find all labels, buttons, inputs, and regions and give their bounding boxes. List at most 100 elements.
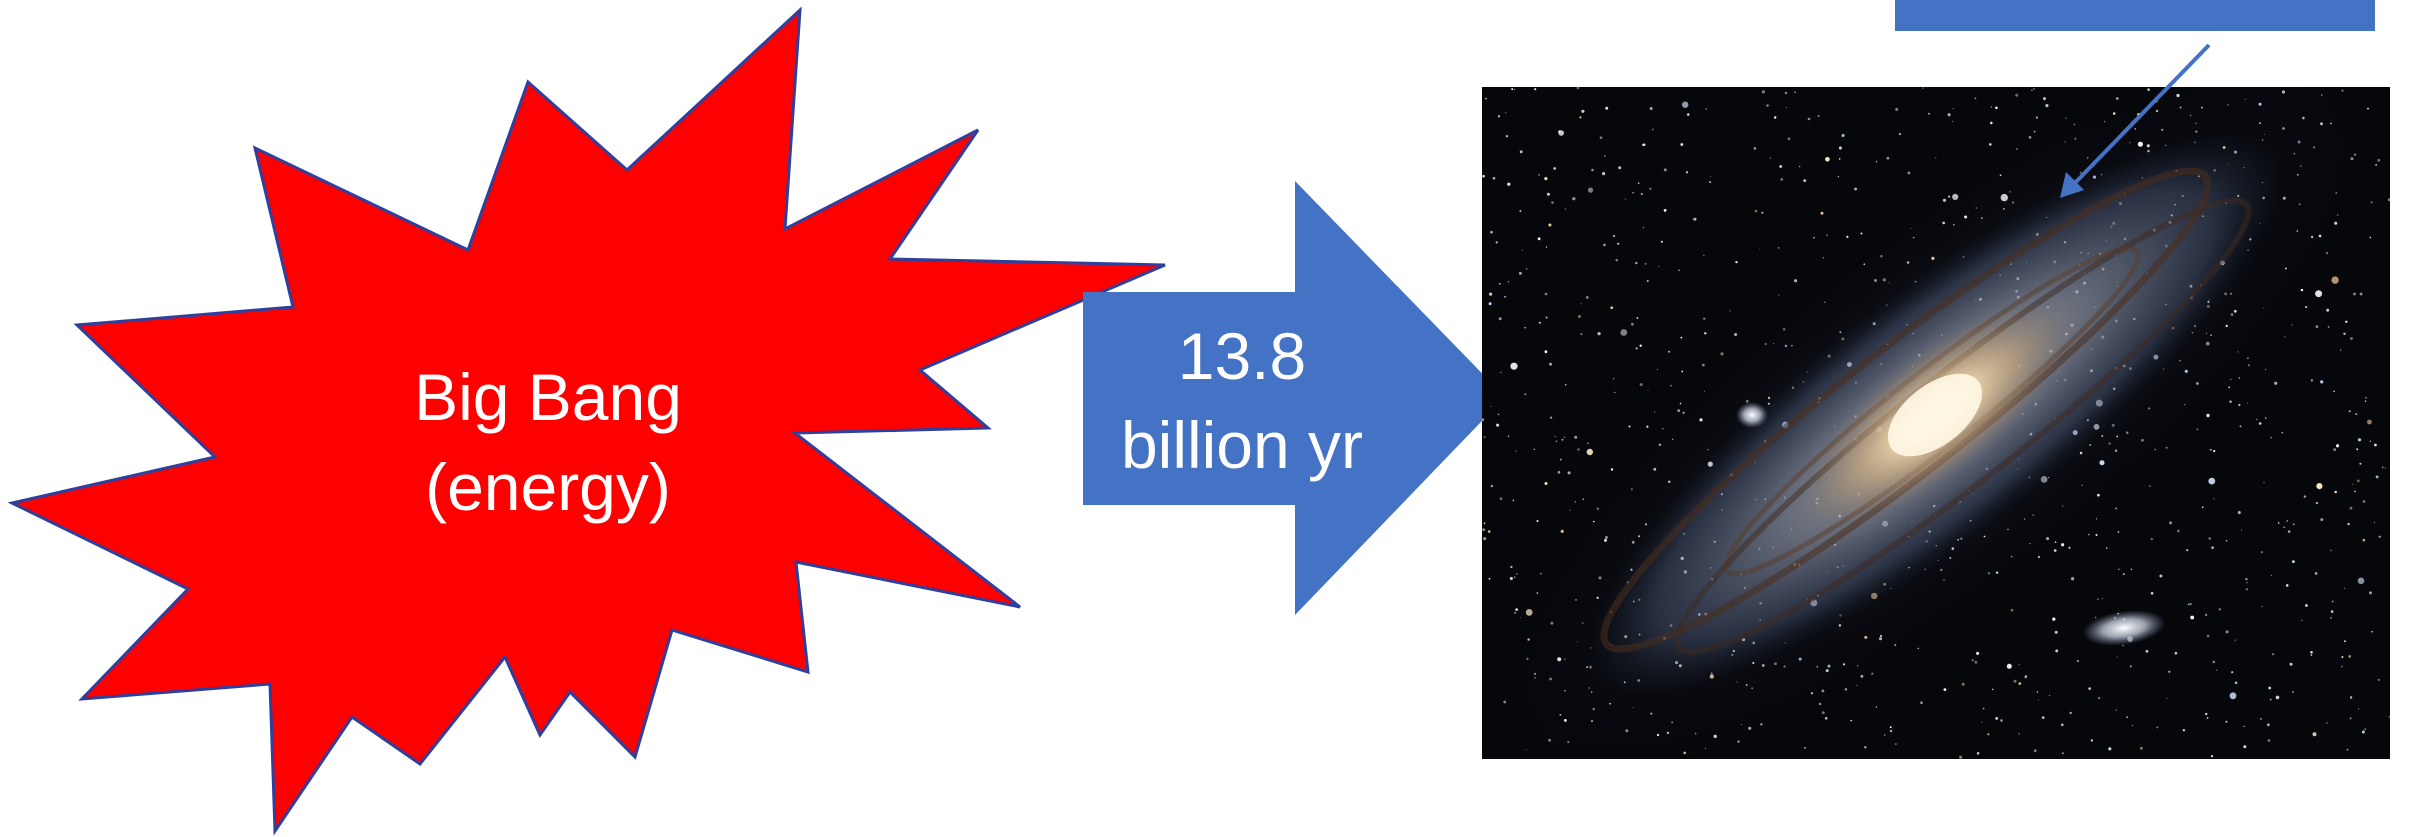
- star: [1490, 230, 1493, 234]
- star: [2388, 716, 2390, 718]
- star: [2256, 418, 2258, 420]
- star: [1710, 175, 1712, 177]
- star: [2018, 732, 2020, 735]
- star: [1507, 435, 1510, 438]
- star: [2333, 448, 2337, 452]
- star: [1889, 729, 1893, 733]
- star: [1951, 120, 1954, 123]
- star: [2343, 587, 2345, 590]
- star: [2237, 511, 2241, 514]
- star: [2364, 400, 2367, 402]
- star: [2118, 568, 2120, 570]
- star: [2061, 543, 2065, 547]
- star: [1807, 117, 1811, 121]
- star: [2270, 436, 2273, 439]
- star: [1492, 177, 1496, 180]
- star: [1778, 294, 1780, 296]
- star: [1505, 112, 1507, 114]
- star: [1525, 268, 1528, 270]
- star: [2205, 712, 2208, 716]
- star: [1505, 135, 1509, 138]
- star: [1536, 592, 1539, 594]
- star: [2182, 729, 2186, 732]
- star: [2293, 523, 2295, 526]
- star: [1618, 166, 1622, 170]
- star: [1507, 182, 1511, 186]
- star: [2281, 432, 2283, 434]
- star: [1483, 537, 1487, 541]
- time-arrow: 13.8 billion yr: [1083, 181, 1505, 615]
- star: [1509, 577, 1513, 580]
- star: [2355, 413, 2358, 416]
- star: [2264, 368, 2267, 371]
- star: [2169, 521, 2173, 525]
- star: [1488, 302, 1492, 306]
- star: [1632, 191, 1635, 194]
- star: [2218, 608, 2221, 611]
- star: [2122, 573, 2125, 575]
- star: [2263, 482, 2265, 484]
- star: [2316, 483, 2323, 490]
- star: [1952, 108, 1954, 110]
- star: [2209, 448, 2212, 451]
- star: [2201, 506, 2204, 509]
- star: [2095, 616, 2097, 619]
- star: [1982, 707, 1985, 710]
- star: [1824, 717, 1828, 720]
- star: [1682, 101, 1689, 108]
- star: [1620, 329, 1628, 336]
- star: [1837, 176, 1840, 178]
- star: [1515, 608, 1518, 611]
- star: [2015, 93, 2019, 97]
- star: [1539, 572, 1542, 575]
- star: [2320, 380, 2324, 384]
- star: [1646, 280, 1649, 282]
- star: [1545, 316, 1548, 319]
- star: [1864, 746, 1867, 749]
- star: [2367, 107, 2369, 110]
- star: [2373, 521, 2375, 524]
- star: [2375, 475, 2379, 479]
- star: [1610, 306, 1613, 310]
- star: [1576, 87, 1580, 90]
- satellite-galaxy-upper: [1736, 402, 1768, 428]
- star: [1483, 522, 1486, 524]
- star: [2159, 574, 2163, 578]
- star: [1488, 577, 1491, 580]
- explosion-icon: [7, 6, 1166, 836]
- star: [2229, 400, 2232, 403]
- star: [1490, 484, 1494, 488]
- star: [1787, 137, 1791, 141]
- star: [1585, 296, 1589, 299]
- star: [2277, 522, 2280, 524]
- star: [1640, 192, 1643, 196]
- star: [1651, 128, 1654, 131]
- star: [1770, 157, 1772, 159]
- star: [1875, 706, 1878, 708]
- star: [1838, 158, 1841, 160]
- star: [2165, 446, 2168, 449]
- star: [2230, 378, 2232, 381]
- star: [1519, 150, 1523, 154]
- star: [2286, 520, 2289, 522]
- star: [1499, 497, 1503, 501]
- star: [1820, 211, 1824, 215]
- star: [2024, 676, 2027, 679]
- star: [2331, 600, 2334, 603]
- star: [2129, 665, 2132, 668]
- star: [2238, 377, 2240, 379]
- star: [1482, 174, 1485, 178]
- star: [1976, 651, 1980, 655]
- star: [1524, 393, 1527, 396]
- star: [2348, 410, 2351, 413]
- star: [1826, 234, 1828, 236]
- callout-pointer-line: [2070, 43, 2211, 188]
- star: [2364, 728, 2367, 731]
- star: [1846, 235, 1849, 238]
- star: [2098, 697, 2101, 700]
- star: [1560, 458, 1562, 461]
- star: [2341, 89, 2344, 92]
- star: [1678, 269, 1680, 271]
- star: [2269, 698, 2272, 701]
- star: [2150, 538, 2153, 541]
